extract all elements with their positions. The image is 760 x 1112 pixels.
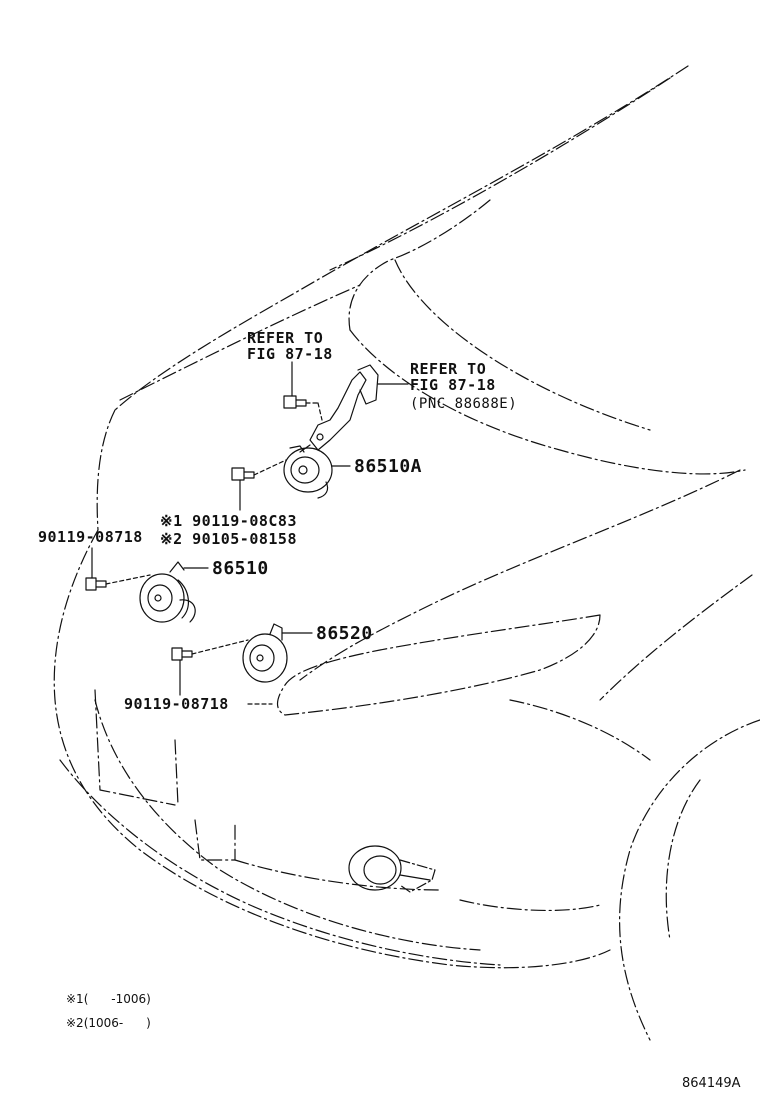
bolt-left: [85, 547, 151, 591]
refer-left-line2: FIG 87-18: [247, 345, 333, 363]
hood-outline: [96, 65, 746, 531]
bolt-lower-label: 90119-08718: [124, 695, 229, 713]
headlamp-outline: [276, 614, 601, 716]
fog-lamp: [348, 845, 436, 893]
refer-right-line2: FIG 87-18: [410, 376, 496, 394]
horn-bracket: [299, 364, 379, 453]
footnote-1: ※1( -1006): [66, 992, 151, 1006]
horn-86510a: [283, 445, 351, 499]
horn-86510: [139, 561, 209, 623]
part-label-86510a: 86510A: [354, 456, 423, 477]
leader-lines: [247, 361, 409, 705]
footnote-2: ※2(1006- ): [66, 1016, 151, 1030]
bolt-alt-label-2: ※2 90105-08158: [160, 530, 297, 548]
bumper-outline: [53, 284, 611, 969]
fender-outline: [299, 469, 760, 1041]
refer-right-line3: (PNC 88688E): [410, 396, 518, 412]
bolt-left-label: 90119-08718: [38, 528, 143, 546]
bolt-middle: [231, 459, 287, 511]
refer-left-line1: REFER TO: [247, 329, 324, 347]
bolt-lower: [171, 639, 249, 696]
horn-86520: [242, 623, 313, 683]
part-label-86510: 86510: [212, 558, 269, 579]
refer-right-line1: REFER TO: [410, 360, 487, 378]
bolt-upper: [283, 395, 323, 421]
figure-code: 864149A: [682, 1076, 741, 1091]
bolt-alt-label-1: ※1 90119-08C83: [160, 512, 297, 530]
part-label-86520: 86520: [316, 623, 373, 644]
